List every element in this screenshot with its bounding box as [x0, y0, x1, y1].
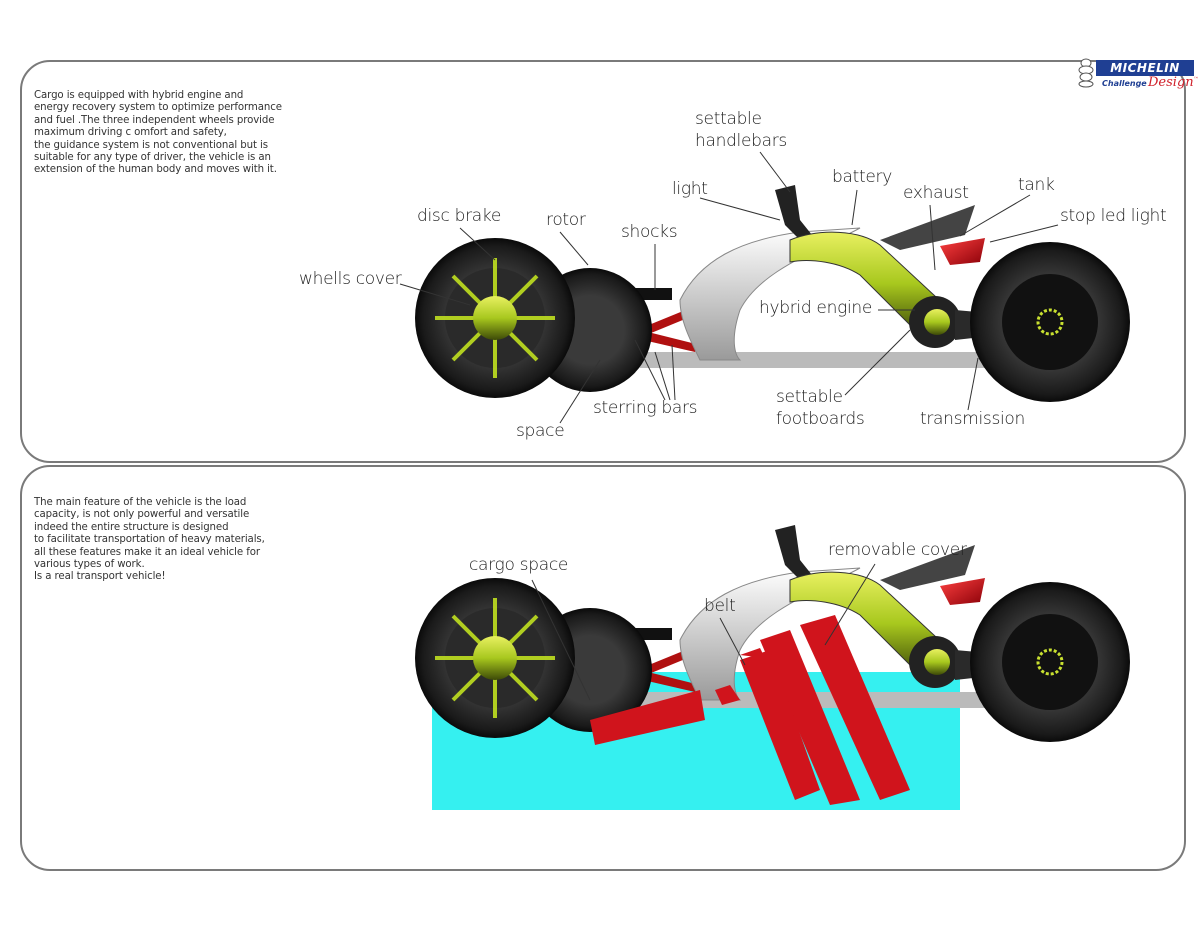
logo-brand: MICHELIN [1096, 60, 1194, 76]
michelin-challenge-design-logo: MICHELIN Challenge Design™ [1072, 56, 1200, 96]
bottom-description: The main feature of the vehicle is the l… [34, 497, 265, 583]
top-panel [20, 60, 1186, 463]
label-hybrid-engine: hybrid engine [759, 298, 873, 318]
michelin-man-icon [1078, 58, 1094, 88]
label-battery: battery [832, 167, 892, 187]
label-footboards: settable footboards [776, 387, 865, 429]
label-cargo-space: cargo space [469, 555, 569, 575]
label-removable-cover: removable cover [828, 540, 967, 560]
label-shocks: shocks [621, 222, 678, 242]
label-disc-brake: disc brake [417, 206, 502, 226]
label-tank: tank [1018, 175, 1055, 195]
leader-lines [399, 151, 1059, 701]
label-stop-led-light: stop led light [1060, 206, 1167, 226]
top-description: Cargo is equipped with hybrid engine and… [34, 90, 282, 176]
logo-line2: Design™ [1148, 75, 1199, 90]
label-rotor: rotor [546, 210, 586, 230]
label-wheels-cover: whells cover [299, 269, 402, 289]
label-steering-bars: sterring bars [593, 398, 698, 418]
label-light: light [672, 179, 708, 199]
cargo-belts [590, 615, 910, 805]
label-space: space [516, 421, 565, 441]
label-exhaust: exhaust [903, 183, 969, 203]
label-handlebars: settable handlebars [695, 109, 787, 151]
label-belt: belt [704, 596, 736, 616]
label-transmission: transmission [920, 409, 1025, 429]
logo-line1: Challenge [1102, 79, 1147, 88]
